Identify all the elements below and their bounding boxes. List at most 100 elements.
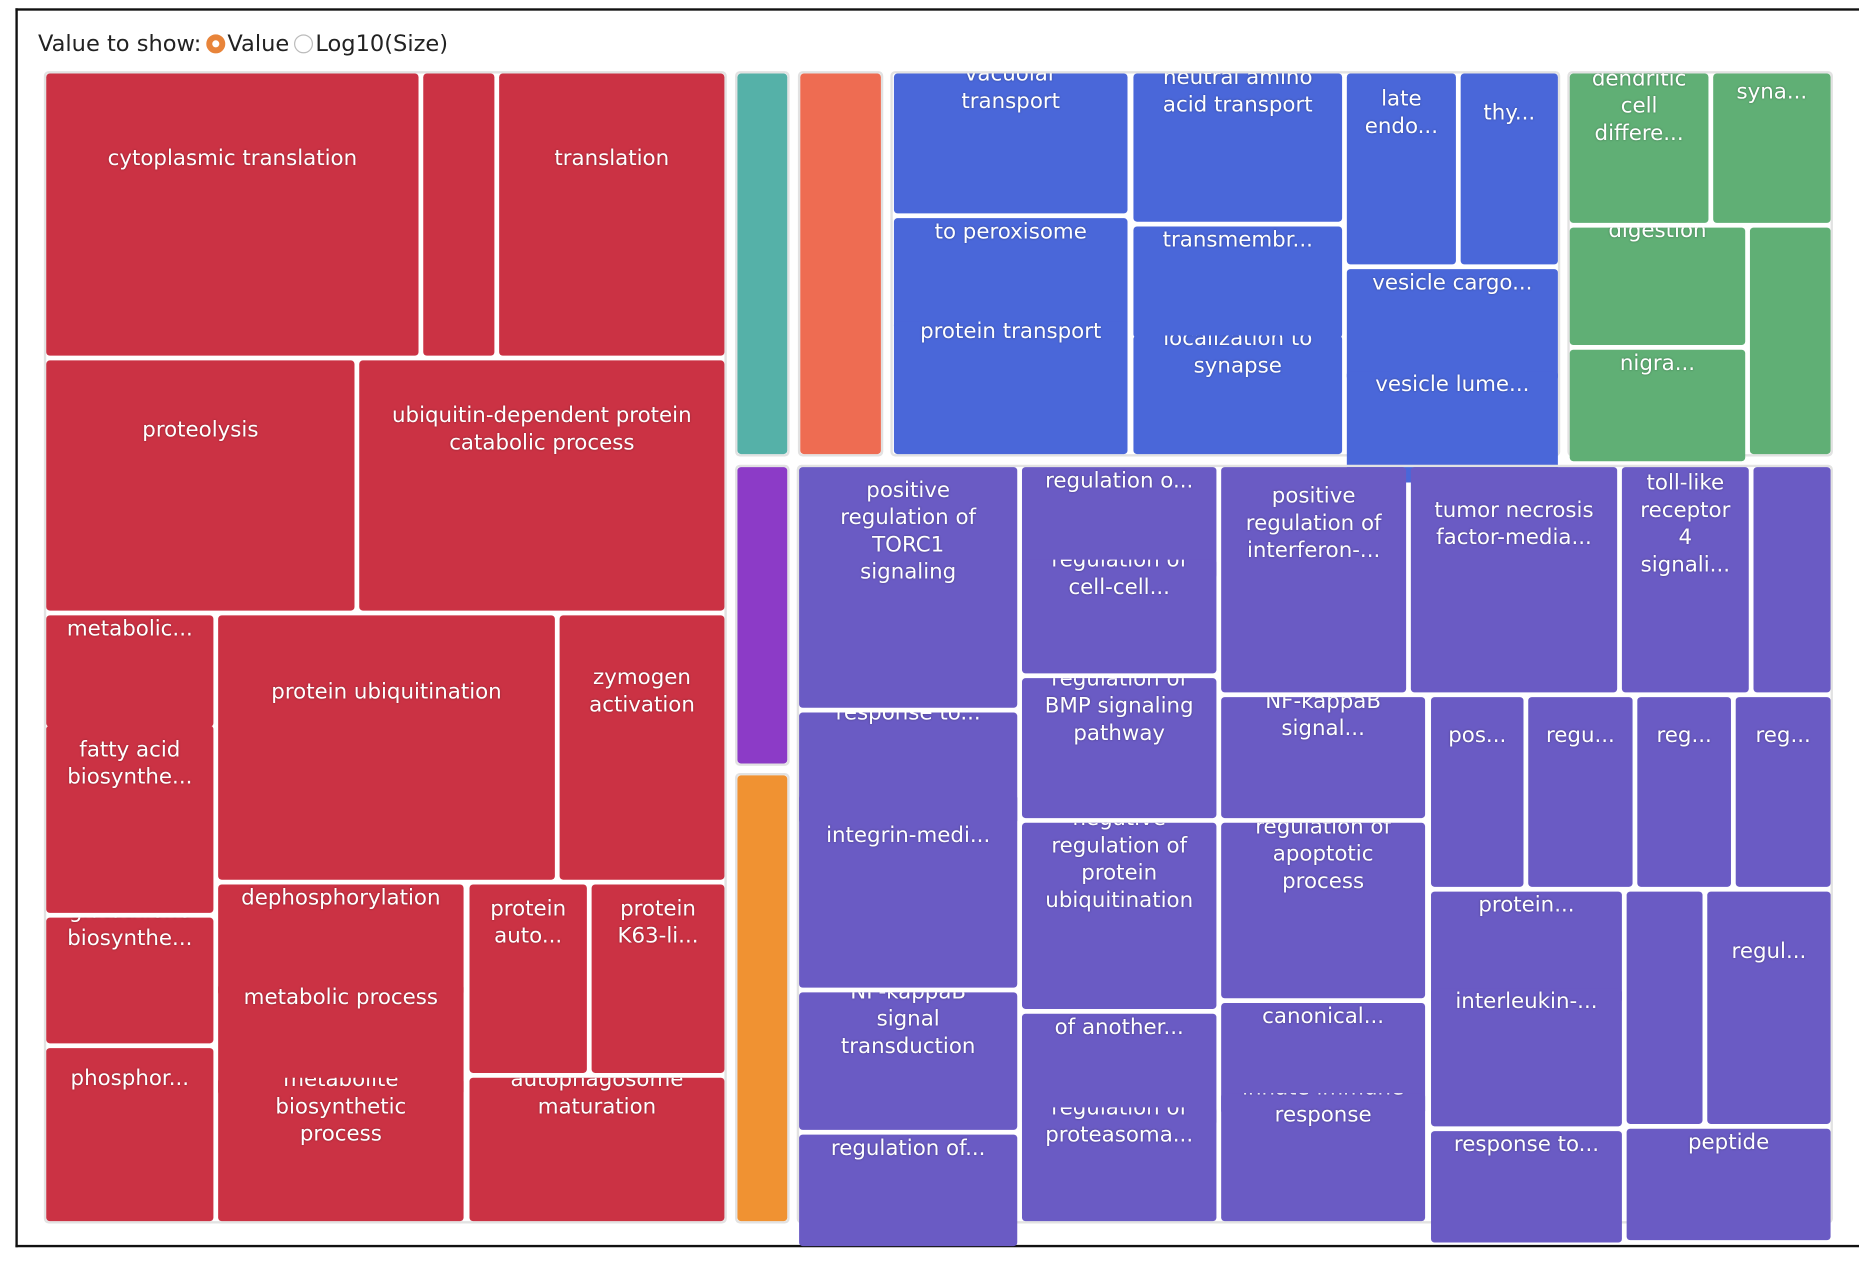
treemap-tile[interactable]: positive regulation of TORC1 signaling (799, 467, 1018, 708)
treemap-tile-label: vacuolar transport (961, 73, 1061, 114)
treemap-tile-label: regulation of apoptotic process (1255, 822, 1392, 895)
treemap-tile[interactable]: positive regulation of cell-cell... (1021, 559, 1217, 674)
treemap-tile[interactable]: interleukin-... (1431, 988, 1622, 1127)
treemap-tile[interactable]: response to peptide (1626, 1128, 1831, 1241)
treemap-tile[interactable]: reg... (1637, 697, 1731, 887)
treemap-tile-label: positive regulation o... (1045, 468, 1194, 494)
treemap-tile[interactable]: syna... (1713, 73, 1831, 223)
treemap-tile-label: interleukin-... (1455, 989, 1598, 1015)
treemap-group-salmon[interactable] (797, 71, 884, 457)
treemap-group-blue[interactable] (890, 71, 1561, 457)
treemap-tile[interactable] (1753, 467, 1831, 693)
treemap-tile-label: linoleic acid metabolic process (243, 985, 439, 1011)
radio-value[interactable] (206, 34, 226, 54)
treemap-tile[interactable]: zymogen activation (559, 615, 725, 880)
treemap-tile[interactable]: protein ubiquitination (218, 615, 555, 880)
treemap-tile-label: peptidyl-tyrosine dephosphorylation (241, 885, 441, 911)
treemap-tile[interactable]: regul... (1707, 891, 1831, 1124)
treemap-tile[interactable] (737, 467, 788, 764)
treemap-tile[interactable]: negative regulation of... (799, 1134, 1018, 1247)
treemap-tile[interactable]: protein auto... (469, 884, 587, 1073)
treemap-tile[interactable]: translation (499, 73, 725, 356)
treemap-tile-label: neutral amino acid transport (1162, 73, 1313, 118)
treemap-tile[interactable]: digestion (1569, 227, 1746, 346)
treemap-tile[interactable] (800, 73, 881, 455)
treemap-tile[interactable] (1749, 227, 1831, 455)
treemap-tile[interactable]: regulation of protein... (1431, 891, 1622, 1004)
treemap-tile[interactable]: canonical NF-kappaB signal transduction (799, 992, 1018, 1130)
treemap-tile[interactable]: regu... (1528, 697, 1633, 887)
treemap-tile[interactable]: negative regulation of protein ubiquitin… (1021, 822, 1217, 1009)
treemap-tile[interactable]: protein targeting to peroxisome (893, 218, 1128, 330)
treemap-tile[interactable]: glutamine metabolic... (46, 615, 214, 727)
treemap-tile[interactable]: protein transport (893, 321, 1128, 455)
treemap-tile[interactable]: thy... (1460, 73, 1558, 265)
treemap-tile-label: positive regulation of TORC1 signaling (840, 478, 977, 586)
treemap-tile[interactable]: creatine transmembr... (1133, 226, 1343, 338)
treemap-tile-label: positive regulation of cell-cell... (1051, 559, 1188, 601)
treemap-tile[interactable]: reg... (1735, 697, 1831, 887)
radio-log10-size-label[interactable]: Log10(Size) (315, 30, 449, 57)
treemap-tile[interactable]: non-canonical NF-kappaB signal... (1221, 697, 1426, 819)
treemap-tile[interactable]: killing of cells of another... (1021, 1013, 1217, 1126)
treemap-tile[interactable]: cellular response to... (1431, 1131, 1622, 1243)
treemap-tile-label: synaptic vesicle lume... (1375, 372, 1530, 398)
treemap-tile[interactable]: autophagosome maturation (469, 1077, 725, 1222)
treemap-group-teal[interactable] (735, 71, 790, 457)
treemap-tile-label: regu... (1545, 723, 1615, 749)
treemap-tile[interactable] (1626, 891, 1703, 1124)
treemap-tile-label: proteolysis (142, 417, 259, 443)
treemap-tile[interactable]: secondary metabolite biosynthetic proces… (218, 1077, 464, 1222)
treemap-tile[interactable]: synaptic vesicle lume... (1346, 371, 1558, 483)
treemap-tile-label: toll-like receptor 4 signali... (1640, 470, 1731, 578)
treemap-tile[interactable]: regulation of apoptotic process (1221, 822, 1426, 999)
treemap-tile[interactable]: positive regulation of proteasoma... (1021, 1107, 1217, 1222)
treemap-tile[interactable]: phosphor... (46, 1048, 214, 1222)
treemap-group-orange[interactable] (735, 773, 790, 1224)
treemap-tile-label: canonical NF-kappaB signal transduction (840, 992, 976, 1059)
treemap-tile-label: protein K63-li... (617, 896, 699, 950)
treemap-tile[interactable]: toll-like receptor 4 signali... (1621, 467, 1749, 693)
treemap-tile[interactable]: positive regulation of interferon-... (1221, 467, 1407, 693)
treemap-tile[interactable]: integrin-medi... (799, 794, 1018, 988)
treemap-tile[interactable]: linoleic acid metabolic process (218, 984, 464, 1096)
treemap-tile[interactable]: pos... (1431, 697, 1524, 887)
treemap-tile[interactable]: cytoplasmic translation (46, 73, 419, 356)
radio-value-label[interactable]: Value (227, 30, 290, 57)
treemap-tile[interactable]: late endo... (1346, 73, 1456, 265)
treemap-tile[interactable] (737, 775, 788, 1222)
treemap-tile-label: regul... (1731, 939, 1807, 965)
treemap-tile[interactable]: tumor necrosis factor-media... (1410, 467, 1618, 693)
treemap-tile-label: phosphor... (70, 1066, 190, 1092)
treemap-tile[interactable]: vacuolar transport (893, 73, 1128, 214)
treemap-tile-label: cytoplasmic translation (107, 146, 358, 172)
treemap-tile[interactable]: proteolysis (46, 360, 355, 611)
treemap-tile[interactable]: substantia nigra... (1569, 349, 1746, 462)
treemap-tile[interactable]: myeloid dendritic cell differe... (1569, 73, 1709, 223)
treemap-tile-label: protein auto... (490, 896, 567, 950)
treemap-tile[interactable]: innate immune response (1221, 1093, 1426, 1222)
treemap-tile[interactable] (423, 73, 495, 356)
treemap-tile-label: reg... (1755, 723, 1811, 749)
treemap-tile-label: secondary metabolite biosynthetic proces… (275, 1077, 407, 1148)
treemap-tile[interactable]: neutral amino acid transport (1133, 73, 1343, 222)
treemap-tile[interactable]: ubiquitin-dependent protein catabolic pr… (359, 360, 725, 611)
treemap-group-red[interactable] (43, 71, 727, 1224)
treemap-tile[interactable]: COPII-coated vesicle cargo... (1346, 269, 1558, 381)
treemap-tile-label: response to... (836, 713, 981, 727)
treemap-group-slate[interactable] (796, 464, 1833, 1224)
treemap-tile[interactable]: protein K63-li... (591, 884, 725, 1073)
radio-log10-size[interactable] (294, 34, 313, 54)
treemap-tile[interactable]: protein localization to synapse (1133, 335, 1343, 455)
treemap-group-violet[interactable] (735, 464, 790, 766)
treemap-tile[interactable]: positive regulation of BMP signaling pat… (1021, 678, 1217, 819)
treemap-tile[interactable]: peptidyl-tyrosine dephosphorylation (218, 884, 464, 996)
treemap-tile-label: killing of cells of another... (1054, 1014, 1184, 1040)
treemap-tile[interactable]: fatty acid biosynthe... (46, 725, 214, 913)
treemap-tile-label: negative regulation of... (830, 1135, 986, 1161)
treemap-tile[interactable] (737, 73, 788, 455)
treemap-tile-label: protein targeting to peroxisome (934, 219, 1087, 245)
treemap-tile[interactable]: glutathione biosynthe... (46, 917, 214, 1044)
treemap-tile-label: integrin-medi... (826, 822, 991, 848)
